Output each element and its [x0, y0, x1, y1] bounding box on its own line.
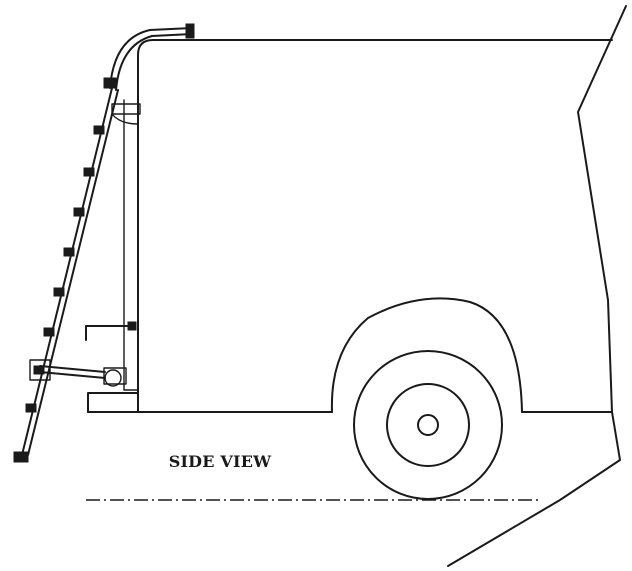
ladder-spray-boom	[13, 87, 119, 463]
hook-handle	[85, 321, 137, 341]
side-view-caption: SIDE VIEW	[168, 452, 272, 471]
upper-bracket	[111, 103, 141, 125]
rear-wheel	[353, 350, 503, 500]
truck-body	[87, 5, 627, 413]
top-boom-pipe	[103, 23, 195, 91]
ground-line	[86, 411, 621, 567]
lower-hinge-arm	[29, 359, 127, 387]
